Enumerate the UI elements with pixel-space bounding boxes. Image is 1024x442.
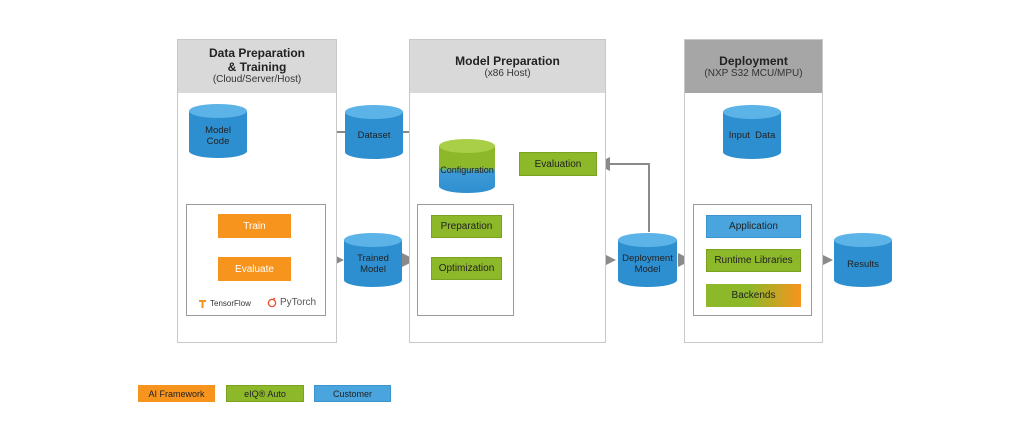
database-dataset: Dataset	[344, 104, 404, 160]
database-label: Dataset	[357, 130, 391, 141]
box-backends: Backends	[706, 284, 801, 307]
box-evaluation: Evaluation	[519, 152, 597, 176]
panel-subtitle: (Cloud/Server/Host)	[212, 74, 302, 85]
legend-eiq-auto: eIQ® Auto	[226, 385, 304, 402]
database-icon	[834, 233, 892, 287]
pytorch-icon	[267, 297, 277, 308]
database-icon	[439, 139, 495, 193]
database-icon	[723, 105, 781, 159]
database-results: Results	[833, 232, 893, 288]
database-label: Configuration	[440, 165, 494, 175]
tensorflow-label: TensorFlow	[210, 298, 251, 308]
panel-subtitle: (NXP S32 MCU/MPU)	[704, 68, 803, 79]
panel-title: Deployment	[719, 54, 788, 68]
legend-ai-framework: AI Framework	[138, 385, 215, 402]
box-runtime-libraries: Runtime Libraries	[706, 249, 801, 272]
panel-header: Data Preparation & Training (Cloud/Serve…	[178, 40, 336, 93]
panel-header: Deployment (NXP S32 MCU/MPU)	[685, 40, 822, 93]
arrow-deploymentmodel-to-evaluation	[596, 157, 650, 232]
pytorch-label: PyTorch	[280, 297, 317, 308]
database-icon	[189, 104, 247, 158]
database-configuration: Configuration	[438, 138, 496, 194]
database-label: Results	[847, 259, 879, 270]
panel-title: Data Preparation & Training	[208, 46, 306, 74]
database-icon	[344, 233, 402, 287]
database-label: Trained Model	[357, 253, 389, 275]
panel-title: Model Preparation	[455, 54, 560, 68]
tensorflow-icon	[199, 300, 206, 308]
box-application: Application	[706, 215, 801, 238]
box-optimization: Optimization	[431, 257, 502, 280]
box-preparation: Preparation	[431, 215, 502, 238]
database-label: Input Data	[728, 130, 776, 141]
database-icon	[618, 233, 677, 287]
panel-header: Model Preparation (x86 Host)	[410, 40, 605, 93]
database-trained-model: Trained Model	[343, 232, 403, 288]
box-evaluate: Evaluate	[218, 257, 291, 281]
tensorflow-logo: TensorFlow	[198, 298, 251, 308]
box-train: Train	[218, 214, 291, 238]
database-input-data: Input Data	[722, 104, 782, 160]
legend-customer: Customer	[314, 385, 391, 402]
database-label: Deployment Model	[622, 253, 673, 275]
panel-subtitle: (x86 Host)	[484, 68, 531, 79]
database-model-code: Model Code	[188, 103, 248, 159]
database-icon	[345, 105, 403, 159]
pytorch-logo: PyTorch	[267, 297, 316, 308]
database-deployment-model: Deployment Model	[617, 232, 678, 288]
database-label: Model Code	[205, 125, 231, 147]
